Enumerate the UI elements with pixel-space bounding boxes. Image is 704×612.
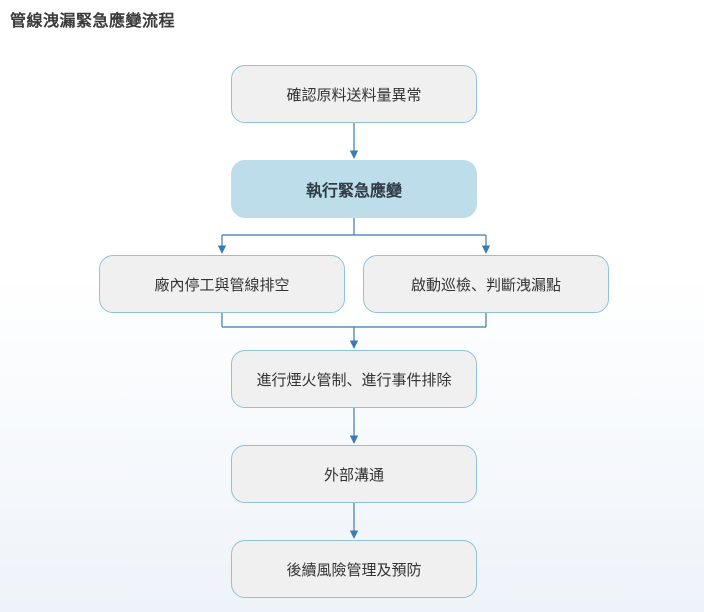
step-shutdown-and-drain: 廠內停工與管線排空 xyxy=(99,255,345,313)
step-risk-management-prevention: 後續風險管理及預防 xyxy=(231,540,477,598)
step-label: 後續風險管理及預防 xyxy=(286,560,422,579)
step-confirm-feed-anomaly: 確認原料送料量異常 xyxy=(231,65,477,123)
step-label: 廠內停工與管線排空 xyxy=(154,275,290,294)
step-label: 確認原料送料量異常 xyxy=(286,85,422,104)
page-title: 管線洩漏緊急應變流程 xyxy=(10,11,176,30)
step-label: 執行緊急應變 xyxy=(305,181,402,200)
step-fire-control-and-resolution: 進行煙火管制、進行事件排除 xyxy=(231,350,477,408)
step-label: 外部溝通 xyxy=(323,465,384,484)
step-external-communication: 外部溝通 xyxy=(231,445,477,503)
step-label: 啟動巡檢、判斷洩漏點 xyxy=(410,275,561,294)
step-label: 進行煙火管制、進行事件排除 xyxy=(256,370,452,389)
step-execute-emergency-response: 執行緊急應變 xyxy=(231,160,477,218)
step-inspect-leak-point: 啟動巡檢、判斷洩漏點 xyxy=(363,255,609,313)
